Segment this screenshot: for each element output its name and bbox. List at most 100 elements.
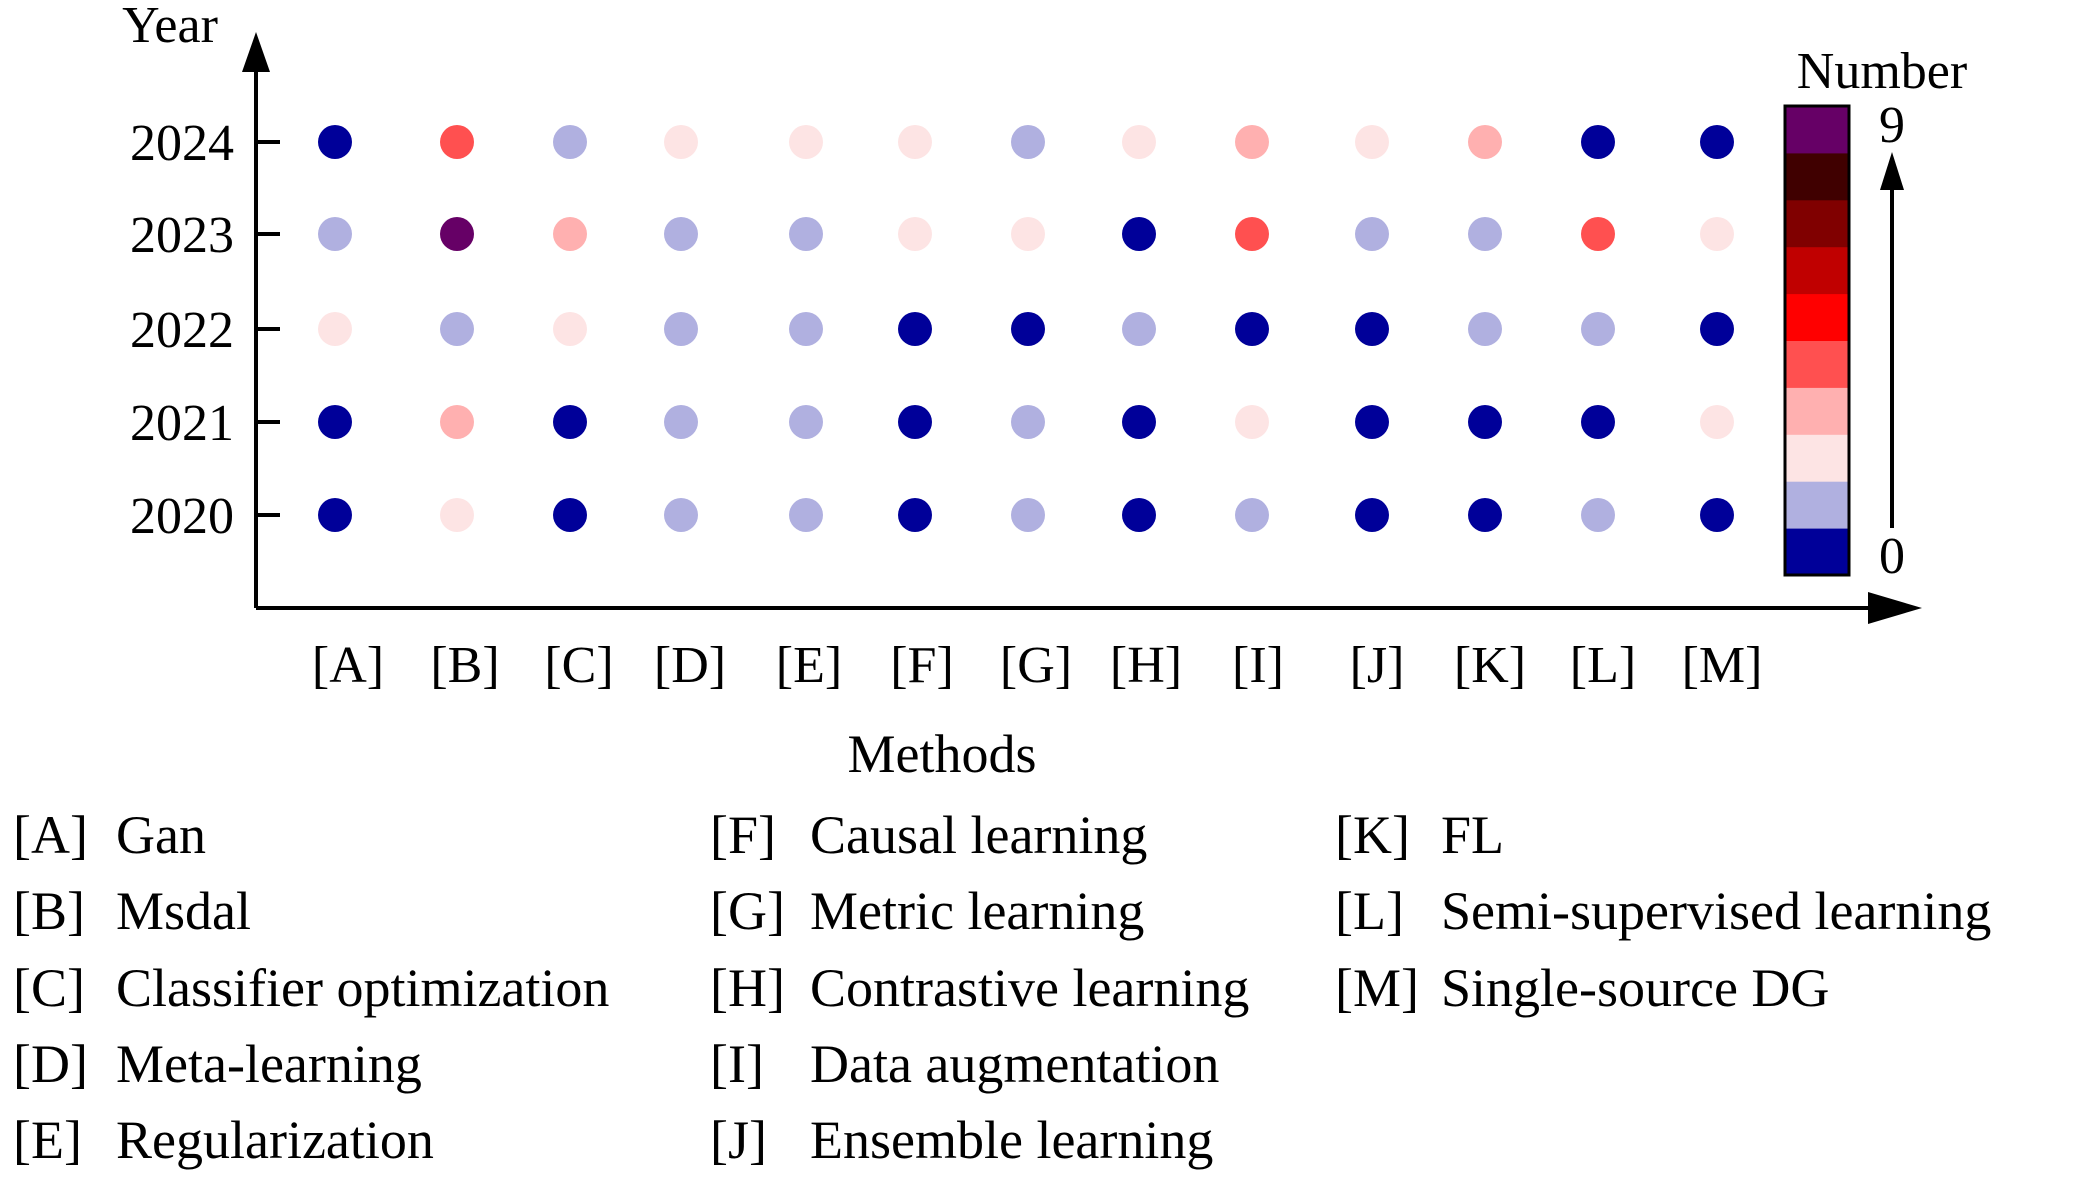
data-point-J-2023 <box>1355 217 1389 251</box>
data-point-L-2023 <box>1581 217 1615 251</box>
legend-name: Metric learning <box>810 881 1144 941</box>
data-point-K-2021 <box>1468 405 1502 439</box>
data-point-A-2021 <box>318 405 352 439</box>
data-point-D-2023 <box>664 217 698 251</box>
data-point-M-2023 <box>1700 217 1734 251</box>
y-tick-label: 2021 <box>130 395 234 452</box>
data-point-L-2020 <box>1581 498 1615 532</box>
x-tick-label: [D] <box>654 637 726 694</box>
x-axis-title: Methods <box>848 724 1037 784</box>
data-point-F-2023 <box>898 217 932 251</box>
data-point-D-2021 <box>664 405 698 439</box>
data-point-I-2021 <box>1235 405 1269 439</box>
data-point-B-2024 <box>440 125 474 159</box>
legend-name: Meta-learning <box>116 1034 422 1094</box>
data-point-J-2022 <box>1355 312 1389 346</box>
data-point-H-2023 <box>1122 217 1156 251</box>
data-points <box>318 125 1734 532</box>
data-point-L-2022 <box>1581 312 1615 346</box>
data-point-C-2024 <box>553 125 587 159</box>
data-point-A-2024 <box>318 125 352 159</box>
colorbar-segment-8 <box>1785 152 1849 201</box>
legend-code: [H] <box>710 958 785 1018</box>
data-point-B-2021 <box>440 405 474 439</box>
colorbar-segment-7 <box>1785 199 1849 248</box>
x-tick-label: [A] <box>312 637 384 694</box>
colorbar-arrow-icon <box>1880 152 1904 190</box>
colorbar-segment-9 <box>1785 106 1849 154</box>
data-point-C-2023 <box>553 217 587 251</box>
data-point-F-2020 <box>898 498 932 532</box>
x-axis-arrow-icon <box>1868 592 1922 624</box>
colorbar-segment-2 <box>1785 434 1849 482</box>
data-point-C-2022 <box>553 312 587 346</box>
legend-code: [J] <box>710 1110 767 1170</box>
data-point-F-2024 <box>898 125 932 159</box>
x-tick-label: [J] <box>1350 637 1405 694</box>
legend-name: Ensemble learning <box>810 1110 1213 1170</box>
x-tick-label: [K] <box>1454 637 1526 694</box>
legend-name: Single-source DG <box>1441 958 1829 1018</box>
data-point-B-2023 <box>440 217 474 251</box>
y-tick-label: 2024 <box>130 115 234 172</box>
data-point-G-2022 <box>1011 312 1045 346</box>
legend-name: Regularization <box>116 1110 434 1170</box>
colorbar-segment-0 <box>1785 528 1849 576</box>
data-point-E-2024 <box>789 125 823 159</box>
data-point-M-2022 <box>1700 312 1734 346</box>
data-point-C-2020 <box>553 498 587 532</box>
data-point-H-2022 <box>1122 312 1156 346</box>
data-point-C-2021 <box>553 405 587 439</box>
data-point-A-2020 <box>318 498 352 532</box>
data-point-F-2022 <box>898 312 932 346</box>
colorbar-segment-5 <box>1785 293 1849 341</box>
x-tick-label: [L] <box>1570 637 1636 694</box>
y-ticks: 2024 2023 2022 2021 2020 <box>130 115 280 545</box>
y-tick-label: 2022 <box>130 302 234 359</box>
data-point-M-2020 <box>1700 498 1734 532</box>
data-point-M-2024 <box>1700 125 1734 159</box>
data-point-A-2022 <box>318 312 352 346</box>
colorbar-min-label: 0 <box>1879 528 1905 585</box>
data-point-K-2022 <box>1468 312 1502 346</box>
y-axis-title: Year <box>122 0 218 54</box>
legend-code: [G] <box>710 881 785 941</box>
x-tick-label: [C] <box>544 637 613 694</box>
x-tick-label: [H] <box>1110 637 1182 694</box>
x-tick-label: [I] <box>1232 637 1284 694</box>
colorbar-segment-6 <box>1785 246 1849 295</box>
data-point-I-2022 <box>1235 312 1269 346</box>
colorbar-border <box>1783 104 1851 577</box>
x-tick-label: [G] <box>1000 637 1072 694</box>
legend-code: [F] <box>710 805 776 865</box>
data-point-K-2023 <box>1468 217 1502 251</box>
legend-name: Data augmentation <box>810 1034 1219 1094</box>
data-point-G-2020 <box>1011 498 1045 532</box>
data-point-H-2020 <box>1122 498 1156 532</box>
legend-code: [D] <box>13 1034 88 1094</box>
legend-name: Gan <box>116 805 206 865</box>
legend-name: FL <box>1441 805 1504 865</box>
legend-code: [I] <box>710 1034 764 1094</box>
legend-name: Classifier optimization <box>116 958 609 1018</box>
data-point-K-2020 <box>1468 498 1502 532</box>
legend-code: [C] <box>13 958 85 1018</box>
data-point-I-2023 <box>1235 217 1269 251</box>
data-point-G-2021 <box>1011 405 1045 439</box>
data-point-H-2021 <box>1122 405 1156 439</box>
colorbar: Number 9 0 <box>1783 43 1967 585</box>
data-point-J-2021 <box>1355 405 1389 439</box>
data-point-I-2020 <box>1235 498 1269 532</box>
y-tick-label: 2023 <box>130 207 234 264</box>
data-point-L-2021 <box>1581 405 1615 439</box>
y-tick-label: 2020 <box>130 488 234 545</box>
y-axis-arrow-icon <box>242 32 270 72</box>
colorbar-segment-1 <box>1785 481 1849 529</box>
legend-code: [E] <box>13 1110 82 1170</box>
data-point-J-2020 <box>1355 498 1389 532</box>
data-point-D-2022 <box>664 312 698 346</box>
colorbar-title: Number <box>1797 43 1967 100</box>
legend-name: Contrastive learning <box>810 958 1249 1018</box>
legend-code: [L] <box>1335 881 1404 941</box>
